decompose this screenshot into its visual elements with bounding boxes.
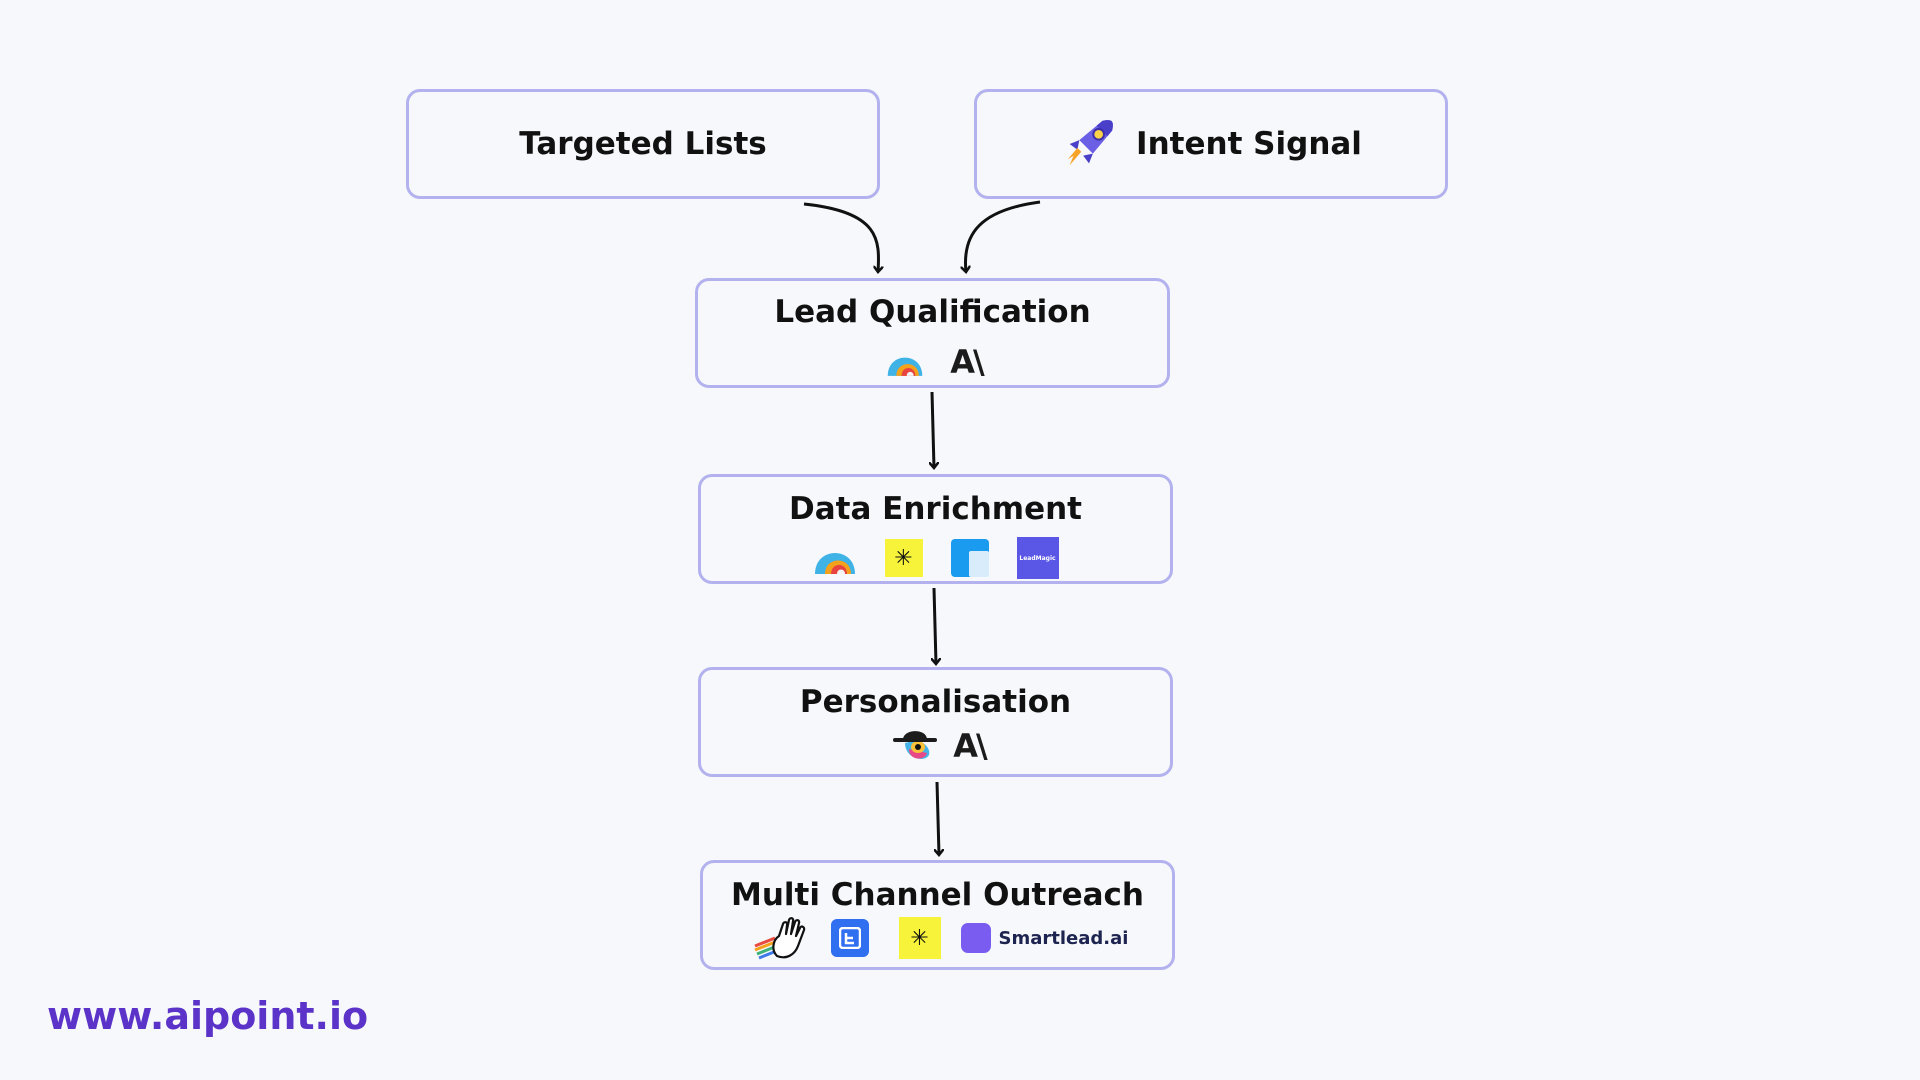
node-intent-signal: Intent Signal [974, 89, 1448, 199]
node-title: Targeted Lists [519, 126, 767, 162]
node-multi-channel-outreach: Multi Channel Outreach ✳ Smartlead.ai [700, 860, 1175, 970]
anthropic-icon: A\ [950, 343, 984, 381]
asterisk-yellow-icon: ✳ [884, 539, 923, 577]
clay-icon [814, 553, 855, 574]
node-data-enrichment: Data Enrichment ✳ LeadMagic [698, 474, 1173, 584]
smartlead-icon [960, 923, 991, 953]
node-title: Lead Qualification [774, 294, 1091, 330]
clay-icon [887, 357, 923, 376]
arrow-personalisation-to-outreach [937, 781, 939, 855]
anthropic-icon: A\ [953, 727, 987, 765]
blue-square-icon [950, 539, 989, 577]
node-personalisation: Personalisation A\ [698, 667, 1173, 777]
node-title: Intent Signal [1136, 126, 1362, 162]
footer-url[interactable]: www.aipoint.io [47, 994, 369, 1038]
smartlead-label: Smartlead.ai [998, 927, 1129, 949]
node-title: Data Enrichment [788, 491, 1082, 527]
arrow-enrichment-to-personalisation [934, 587, 936, 664]
node-title: Personalisation [799, 684, 1072, 720]
asterisk-yellow-icon: ✳ [898, 917, 941, 959]
waving-hand-icon [753, 917, 805, 960]
leadmagic-icon: LeadMagic [1016, 537, 1059, 579]
arrow-qualification-to-enrichment [932, 391, 934, 468]
lemlist-icon [830, 919, 869, 957]
rocket-icon [1067, 120, 1113, 166]
smartlead-logo: Smartlead.ai [960, 923, 1129, 953]
spy-icon [893, 731, 938, 759]
arrow-targeted-to-qualification [803, 202, 879, 272]
arrow-intent-to-qualification [965, 200, 1041, 272]
node-targeted-lists: Targeted Lists [406, 89, 880, 199]
node-lead-qualification: Lead Qualification A\ [695, 278, 1170, 388]
node-title: Multi Channel Outreach [730, 877, 1145, 913]
